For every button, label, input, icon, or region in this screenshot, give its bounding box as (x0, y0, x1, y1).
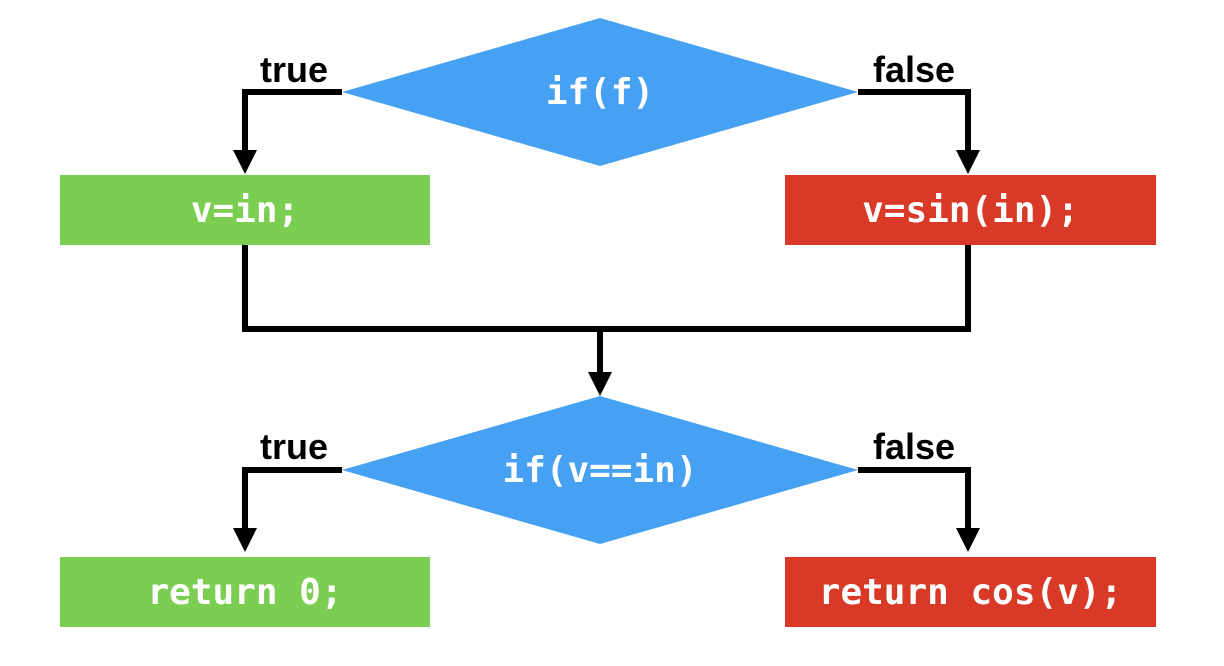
connector-merge (242, 245, 971, 332)
process-box-true-2: return 0; (60, 557, 430, 627)
arrow-down-icon (233, 528, 257, 552)
process-box-false-1-code: v=sin(in); (862, 189, 1079, 231)
process-box-false-2: return cos(v); (785, 557, 1156, 627)
arrow-down-icon (956, 528, 980, 552)
process-box-true-1: v=in; (60, 175, 430, 245)
arrow-down-icon (956, 150, 980, 174)
connector-false-1 (858, 89, 971, 152)
arrow-down-icon (233, 150, 257, 174)
branch-label-true-2: true (259, 426, 328, 467)
process-box-true-1-code: v=in; (190, 189, 300, 231)
process-box-false-1: v=sin(in); (785, 175, 1156, 245)
process-box-true-2-code: return 0; (147, 571, 343, 613)
process-box-false-2-code: return cos(v); (818, 571, 1123, 613)
branch-label-false-1: false (872, 49, 956, 90)
connector-true-2 (242, 467, 342, 530)
decision-diamond-2 (342, 396, 858, 544)
decision-diamond-1 (342, 18, 858, 166)
connector-true-1 (242, 89, 342, 152)
connector-false-2 (858, 467, 971, 530)
arrow-down-icon (588, 372, 612, 396)
branch-label-false-2: false (872, 426, 956, 467)
branch-label-true-1: true (259, 49, 328, 90)
